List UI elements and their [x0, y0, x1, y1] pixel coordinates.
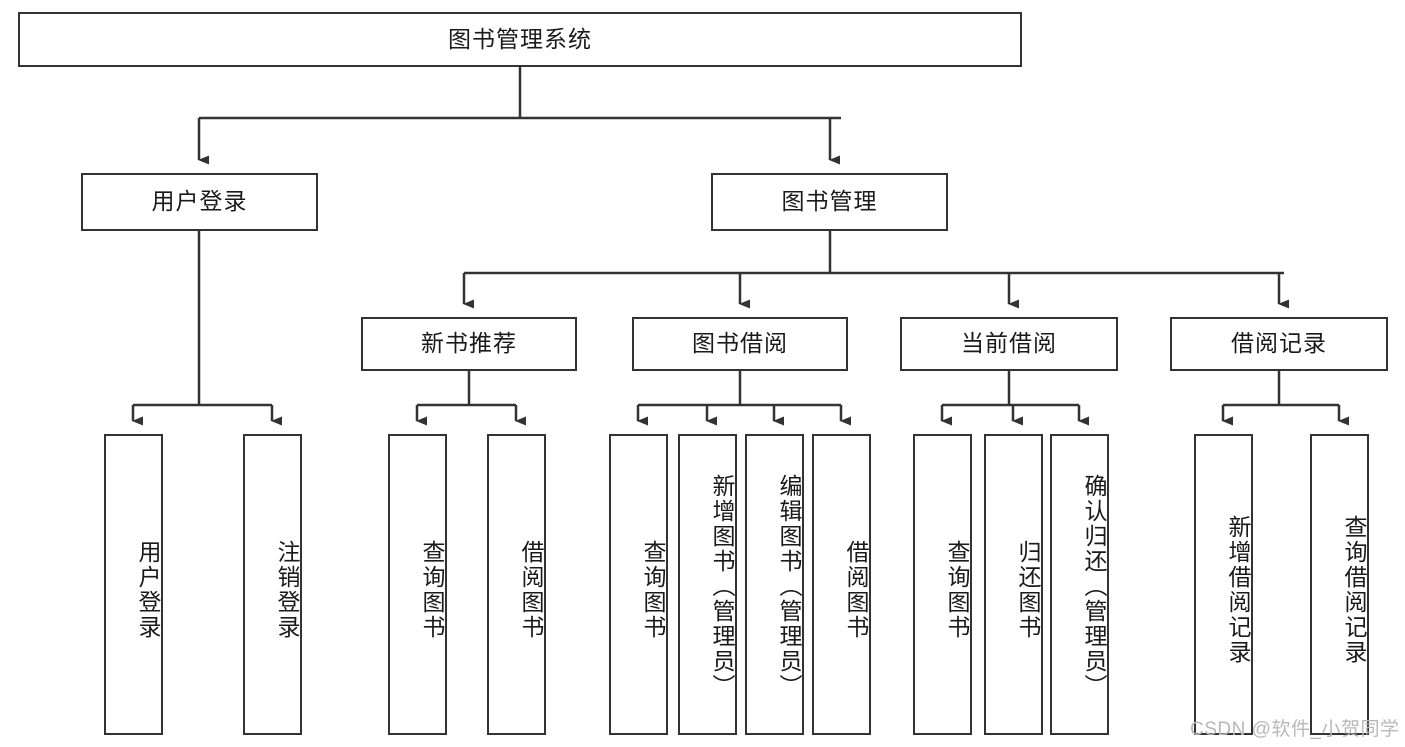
node-root[interactable]: 图书管理系统 — [18, 12, 1022, 67]
node-new-book-recommend-label: 新书推荐 — [421, 330, 517, 357]
node-leaf-borrow-book-2-label: 借阅图书 — [843, 539, 869, 640]
node-leaf-confirm-return-label: 确认归还（管理员） — [1081, 474, 1107, 699]
node-leaf-query-record[interactable]: 查询借阅记录 — [1310, 434, 1369, 735]
node-leaf-query-record-label: 查询借阅记录 — [1341, 514, 1367, 665]
node-book-borrow-label: 图书借阅 — [692, 330, 788, 357]
node-leaf-borrow-book-1-label: 借阅图书 — [518, 539, 544, 640]
node-leaf-user-logout-label: 注销登录 — [274, 539, 300, 640]
node-leaf-query-book-1[interactable]: 查询图书 — [388, 434, 447, 735]
node-book-manage[interactable]: 图书管理 — [711, 173, 948, 231]
node-leaf-query-book-3[interactable]: 查询图书 — [913, 434, 972, 735]
node-leaf-edit-book-label: 编辑图书（管理员） — [776, 474, 802, 699]
node-leaf-add-record[interactable]: 新增借阅记录 — [1194, 434, 1253, 735]
node-user-login[interactable]: 用户登录 — [81, 173, 318, 231]
node-user-login-label: 用户登录 — [151, 188, 248, 215]
node-current-borrow-label: 当前借阅 — [961, 330, 1057, 357]
node-leaf-user-logout[interactable]: 注销登录 — [243, 434, 302, 735]
node-leaf-edit-book[interactable]: 编辑图书（管理员） — [745, 434, 804, 735]
node-current-borrow[interactable]: 当前借阅 — [900, 317, 1118, 371]
node-book-manage-label: 图书管理 — [781, 188, 878, 215]
node-book-borrow[interactable]: 图书借阅 — [632, 317, 848, 371]
csdn-watermark: CSDN @软件_小贺同学 — [1190, 719, 1400, 740]
node-leaf-return-book-label: 归还图书 — [1015, 539, 1041, 640]
node-new-book-recommend[interactable]: 新书推荐 — [361, 317, 577, 371]
node-leaf-return-book[interactable]: 归还图书 — [984, 434, 1043, 735]
node-leaf-add-record-label: 新增借阅记录 — [1225, 514, 1251, 665]
node-leaf-user-login-label: 用户登录 — [135, 539, 161, 640]
node-borrow-record[interactable]: 借阅记录 — [1170, 317, 1388, 371]
node-leaf-query-book-2-label: 查询图书 — [640, 539, 666, 640]
node-leaf-add-book-label: 新增图书（管理员） — [709, 474, 735, 699]
node-leaf-query-book-3-label: 查询图书 — [944, 539, 970, 640]
node-leaf-confirm-return[interactable]: 确认归还（管理员） — [1050, 434, 1109, 735]
node-root-label: 图书管理系统 — [448, 25, 592, 52]
node-leaf-query-book-1-label: 查询图书 — [419, 539, 445, 640]
node-leaf-user-login[interactable]: 用户登录 — [104, 434, 163, 735]
node-leaf-query-book-2[interactable]: 查询图书 — [609, 434, 668, 735]
node-leaf-borrow-book-1[interactable]: 借阅图书 — [487, 434, 546, 735]
node-leaf-add-book[interactable]: 新增图书（管理员） — [678, 434, 737, 735]
node-leaf-borrow-book-2[interactable]: 借阅图书 — [812, 434, 871, 735]
node-borrow-record-label: 借阅记录 — [1231, 330, 1327, 357]
